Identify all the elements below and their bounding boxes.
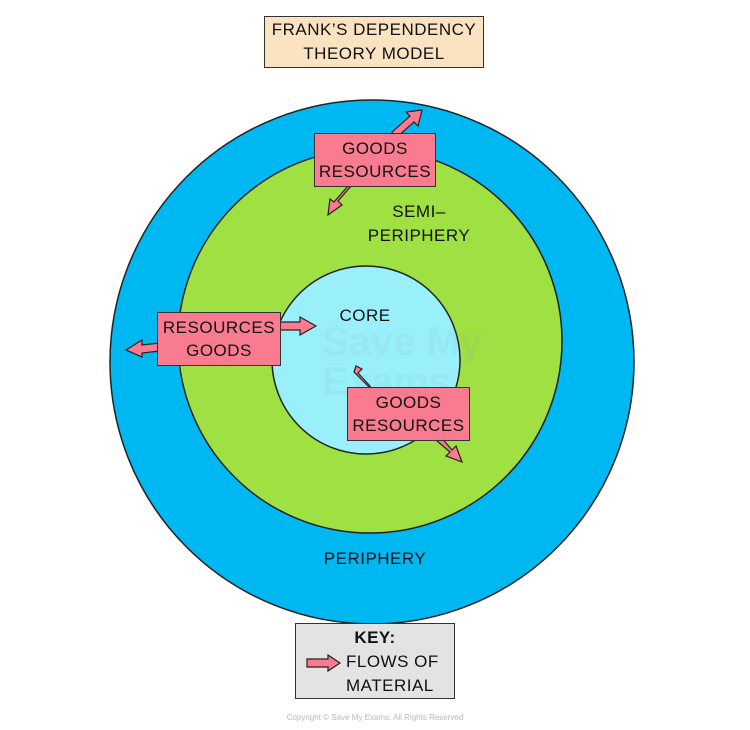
key-box: KEY: FLOWS OF MATERIAL	[295, 623, 455, 699]
title-box: FRANK’S DEPENDENCY THEORY MODEL	[264, 16, 484, 68]
flow-box-top-line-2: RESOURCES	[318, 162, 432, 181]
title-line-2: THEORY MODEL	[303, 44, 445, 63]
key-title: KEY:	[354, 628, 396, 647]
periphery-label: PERIPHERY	[323, 549, 427, 568]
flow-box-left: RESOURCES GOODS	[157, 312, 281, 366]
flow-box-right-line-1: GOODS	[375, 393, 442, 412]
semi-periphery-label: SEMI– PERIPHERY	[364, 200, 474, 248]
semi-periphery-label-line-1: SEMI–	[392, 202, 446, 221]
key-line-1: FLOWS OF	[346, 652, 439, 671]
flow-box-top-line-1: GOODS	[342, 139, 408, 158]
arrow-top-in	[327, 183, 354, 217]
key-arrow-icon	[306, 654, 342, 672]
semi-periphery-label-line-2: PERIPHERY	[367, 226, 471, 245]
key-line-2: MATERIAL	[346, 676, 434, 695]
watermark-line-1: Save My	[322, 320, 483, 364]
flow-box-left-line-1: RESOURCES	[162, 318, 276, 337]
core-label: CORE	[339, 306, 391, 325]
flow-box-right-line-2: RESOURCES	[352, 416, 465, 435]
copyright: Copyright © Save My Exams. All Rights Re…	[286, 713, 464, 722]
title-line-1: FRANK’S DEPENDENCY	[271, 20, 477, 39]
flow-box-right: GOODS RESOURCES	[347, 387, 470, 441]
flow-box-top: GOODS RESOURCES	[314, 133, 436, 187]
flow-box-left-line-2: GOODS	[186, 341, 252, 360]
arrow-left-in	[277, 315, 318, 337]
